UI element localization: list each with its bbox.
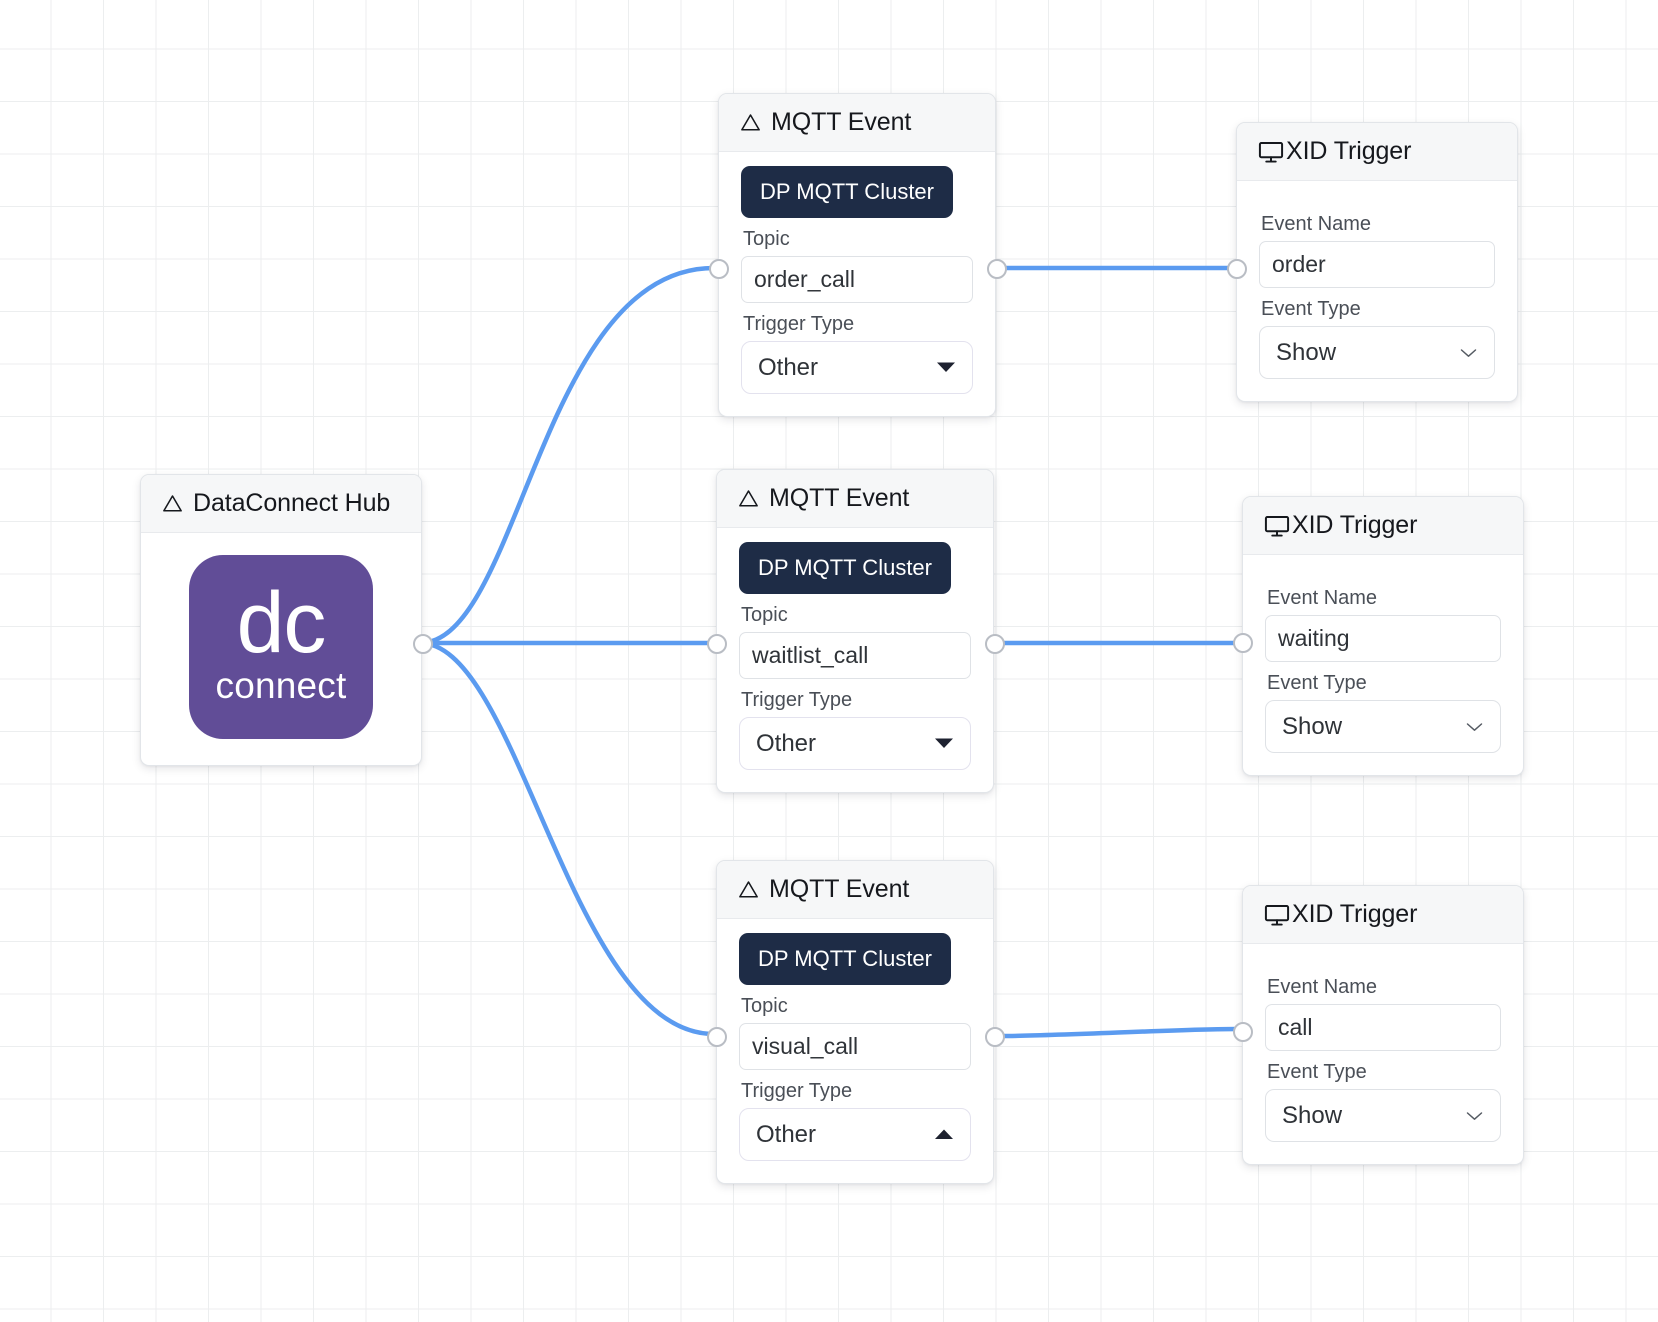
node-xid-trigger-3[interactable]: XID Trigger Event Name Event Type Show [1233,885,1524,1165]
chevron-down-icon [1466,722,1483,731]
node-dataconnect-hub[interactable]: DataConnect Hub dc connect [140,474,433,766]
xid-1-title: XID Trigger [1286,137,1412,165]
caret-down-icon [937,362,955,372]
xid-1-input-handle[interactable] [1227,259,1247,279]
warning-triangle-icon [739,490,758,507]
hub-output-handle[interactable] [413,634,433,654]
node-mqtt-event-3[interactable]: MQTT Event DP MQTT Cluster Topic Trigger… [707,860,1005,1184]
mqtt-1-trigger-type-select[interactable]: Other [741,341,973,394]
xid-1-event-type-label: Event Type [1261,298,1361,320]
xid-2-event-type-label: Event Type [1267,672,1367,694]
monitor-icon [1258,141,1284,163]
mqtt-1-topic-label: Topic [743,228,790,250]
node-mqtt-event-1[interactable]: MQTT Event DP MQTT Cluster Topic Trigger… [709,93,1007,417]
chevron-down-icon [1460,348,1477,357]
mqtt-3-cluster-chip[interactable]: DP MQTT Cluster [739,933,951,985]
mqtt-1-trigger-type-label: Trigger Type [743,313,855,335]
xid-2-event-name-input[interactable] [1265,615,1501,662]
logo-mark: dc [236,575,327,672]
mqtt-1-title: MQTT Event [771,108,912,136]
dataconnect-logo: dc connect [189,555,373,739]
mqtt-3-input-handle[interactable] [707,1027,727,1047]
chevron-down-icon [1466,1111,1483,1120]
mqtt-1-input-handle[interactable] [709,259,729,279]
xid-1-event-type-select[interactable]: Show [1259,326,1495,379]
mqtt-3-body: DP MQTT Cluster Topic Trigger Type Other [717,919,993,1183]
mqtt-1-topic-input[interactable] [741,256,973,303]
caret-up-icon [935,1129,953,1139]
xid-2-body: Event Name Event Type Show [1243,555,1523,775]
mqtt-3-header: MQTT Event [717,861,993,919]
xid-1-header: XID Trigger [1237,123,1517,181]
xid-2-event-type-value: Show [1282,712,1343,740]
xid-3-event-type-label: Event Type [1267,1061,1367,1083]
mqtt-2-trigger-type-value: Other [756,729,817,757]
xid-2-event-type-select[interactable]: Show [1265,700,1501,753]
mqtt-1-body: DP MQTT Cluster Topic Trigger Type Other [719,152,995,416]
hub-node-body: dc connect [141,533,421,765]
xid-3-body: Event Name Event Type Show [1243,944,1523,1164]
node-mqtt-event-2[interactable]: MQTT Event DP MQTT Cluster Topic Trigger… [707,469,1005,793]
mqtt-2-output-handle[interactable] [985,634,1005,654]
mqtt-2-topic-label: Topic [741,604,788,626]
edge-hub-to-mqtt-1 [417,265,717,646]
xid-2-title: XID Trigger [1292,511,1418,539]
mqtt-3-trigger-type-select[interactable]: Other [739,1108,971,1161]
edge-hub-to-mqtt-3 [417,640,717,1037]
mqtt-2-trigger-type-label: Trigger Type [741,689,853,711]
hub-node-header: DataConnect Hub [141,475,421,533]
xid-3-event-type-select[interactable]: Show [1265,1089,1501,1142]
mqtt-1-output-handle[interactable] [987,259,1007,279]
mqtt-1-cluster-chip[interactable]: DP MQTT Cluster [741,166,953,218]
xid-2-input-handle[interactable] [1233,633,1253,653]
mqtt-1-header: MQTT Event [719,94,995,152]
monitor-icon [1264,515,1290,537]
warning-triangle-icon [739,881,758,898]
mqtt-2-trigger-type-select[interactable]: Other [739,717,971,770]
xid-3-input-handle[interactable] [1233,1022,1253,1042]
xid-1-event-type-value: Show [1276,338,1337,366]
mqtt-2-body: DP MQTT Cluster Topic Trigger Type Other [717,528,993,792]
mqtt-2-title: MQTT Event [769,484,910,512]
node-xid-trigger-1[interactable]: XID Trigger Event Name Event Type Show [1227,122,1518,402]
xid-2-event-name-label: Event Name [1267,587,1378,609]
mqtt-3-topic-input[interactable] [739,1023,971,1070]
mqtt-3-title: MQTT Event [769,875,910,903]
mqtt-2-topic-input[interactable] [739,632,971,679]
node-xid-trigger-2[interactable]: XID Trigger Event Name Event Type Show [1233,496,1524,776]
mqtt-2-header: MQTT Event [717,470,993,528]
xid-2-header: XID Trigger [1243,497,1523,555]
xid-3-event-name-input[interactable] [1265,1004,1501,1051]
mqtt-3-output-handle[interactable] [985,1027,1005,1047]
xid-3-title: XID Trigger [1292,900,1418,928]
mqtt-3-topic-label: Topic [741,995,788,1017]
xid-1-event-name-label: Event Name [1261,213,1372,235]
xid-3-header: XID Trigger [1243,886,1523,944]
xid-1-event-name-input[interactable] [1259,241,1495,288]
warning-triangle-icon [163,495,182,512]
mqtt-3-trigger-type-value: Other [756,1120,817,1148]
hub-node-title: DataConnect Hub [193,489,391,517]
mqtt-3-trigger-type-label: Trigger Type [741,1080,853,1102]
warning-triangle-icon [741,114,760,131]
caret-down-icon [935,738,953,748]
mqtt-1-trigger-type-value: Other [758,353,819,381]
edge-mqtt-3-to-xid-3 [997,1026,1241,1039]
xid-3-event-name-label: Event Name [1267,976,1378,998]
xid-1-body: Event Name Event Type Show [1237,181,1517,401]
mqtt-2-input-handle[interactable] [707,634,727,654]
mqtt-2-cluster-chip[interactable]: DP MQTT Cluster [739,542,951,594]
xid-3-event-type-value: Show [1282,1101,1343,1129]
monitor-icon [1264,904,1290,926]
logo-wordmark: connect [215,665,347,707]
